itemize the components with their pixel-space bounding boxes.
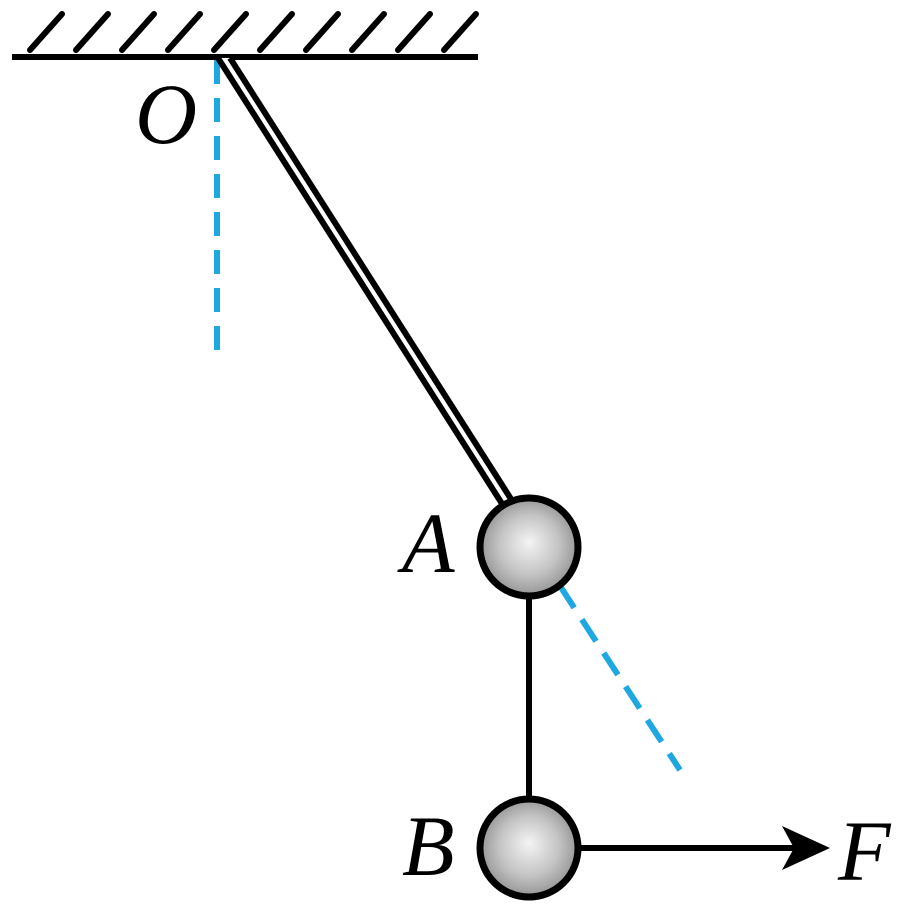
force-arrow (578, 826, 830, 870)
label-a: A (397, 495, 455, 591)
label-o: O (135, 66, 197, 162)
ceiling-support (12, 11, 479, 60)
ceiling-hatching (27, 11, 479, 53)
ball-a (476, 494, 582, 600)
label-f: F (837, 803, 892, 899)
rod-extension-dashed-line (557, 584, 683, 772)
ball-b (476, 795, 582, 901)
rigid-rod-oa (215, 56, 521, 512)
label-b: B (402, 798, 455, 894)
